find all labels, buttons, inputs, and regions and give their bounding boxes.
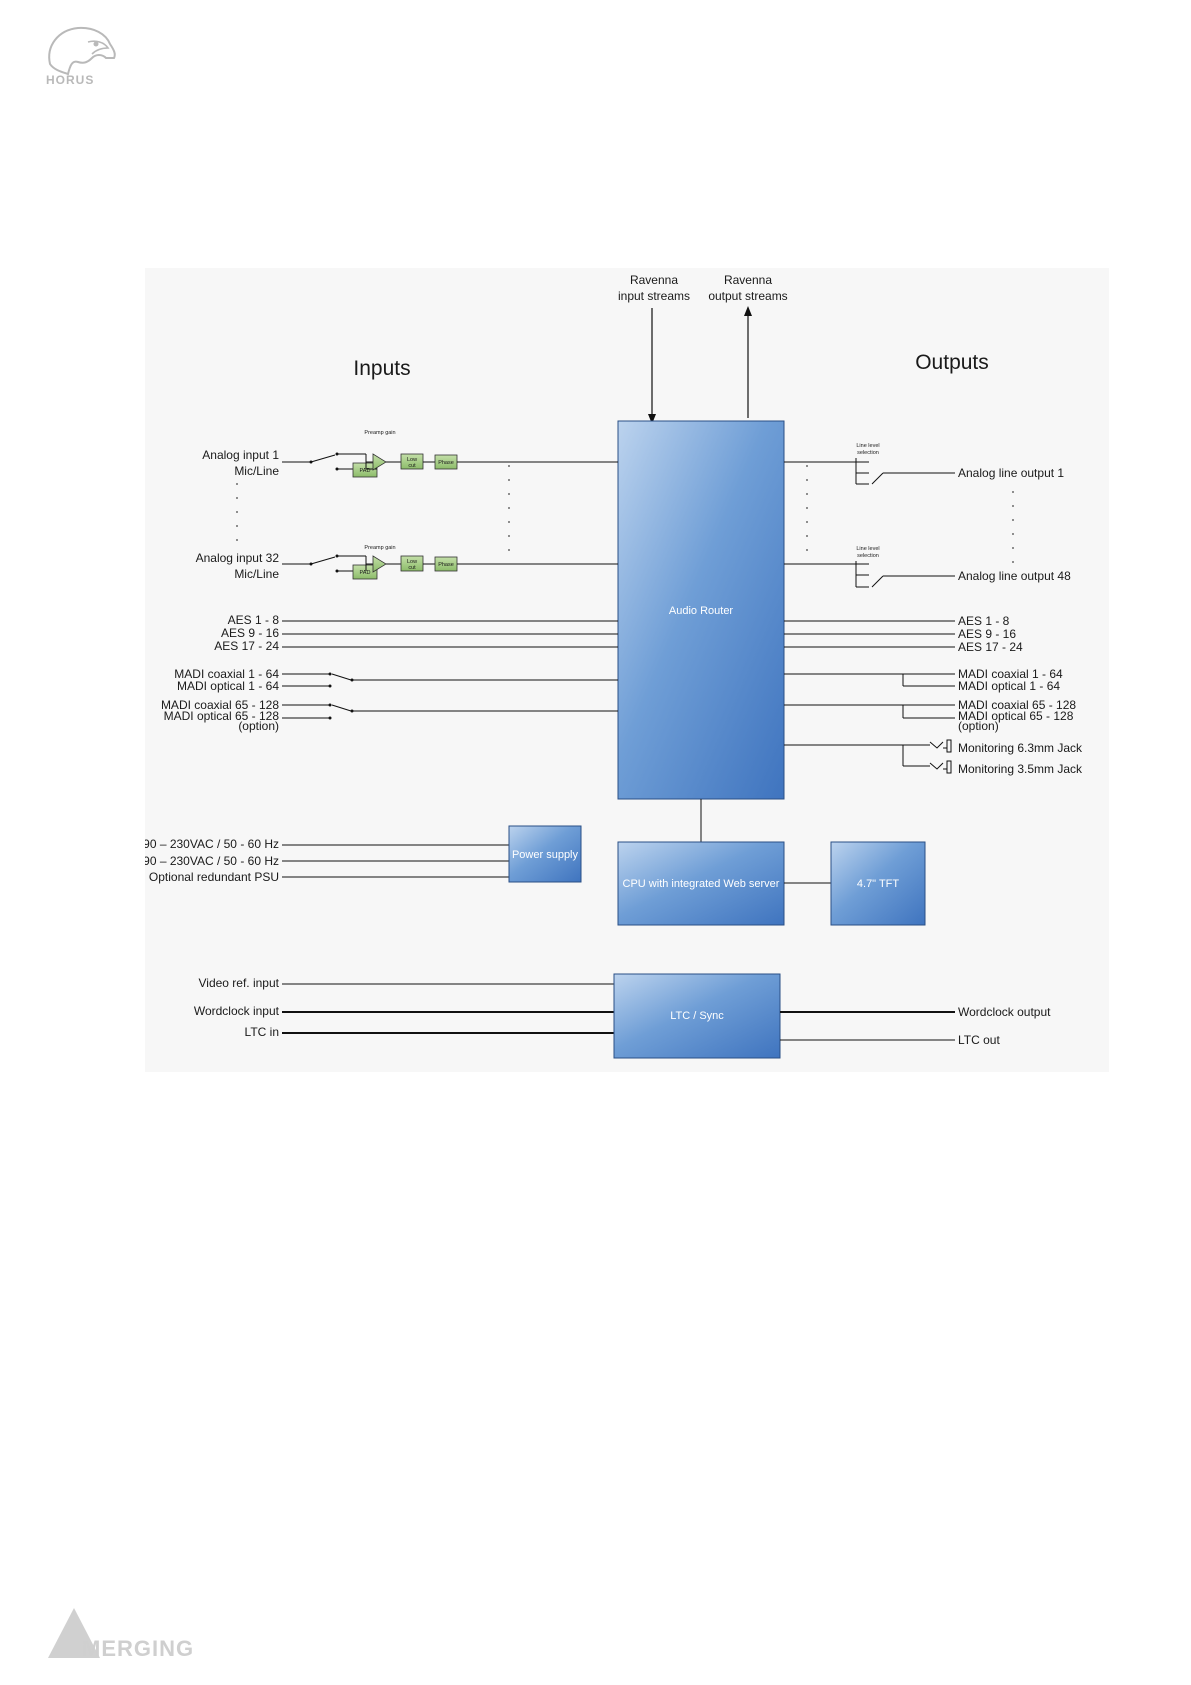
madi-input-switch-1 [331, 673, 352, 681]
monitoring-2-label: Monitoring 3.5mm Jack [958, 762, 1083, 776]
cpu-box [617, 841, 785, 926]
ravenna-out-label-1: Ravenna [724, 273, 772, 287]
ltc-sync-label: LTC / Sync [670, 1010, 724, 1022]
power-input-3-label: Optional redundant PSU [149, 870, 279, 884]
inputs-heading: Inputs [353, 357, 410, 380]
madi-input-switch-node-2 [328, 684, 332, 688]
analog-output-1-label: Analog line output 1 [958, 466, 1064, 480]
line-level-switch-1 [871, 472, 884, 485]
madi-output-3-label: MADI coaxial 65 - 128 [958, 698, 1076, 712]
madi-input-2-label: MADI optical 1 - 64 [177, 679, 279, 693]
falcon-head-shape [48, 26, 116, 76]
aes-input-2-label: AES 9 - 16 [221, 626, 279, 640]
merging-logo-text: MERGING [82, 1636, 194, 1660]
wordclock-input-label: Wordclock input [194, 1004, 280, 1018]
madi-output-2-label: MADI optical 1 - 64 [958, 679, 1060, 693]
outputs-heading: Outputs [915, 351, 989, 374]
aes-input-3-label: AES 17 - 24 [214, 639, 279, 653]
pad-box-1 [352, 462, 378, 478]
phase-label-32: Phase [438, 562, 454, 568]
madi-input-switch-2 [331, 704, 352, 712]
jack-35-icon [929, 760, 952, 774]
analog-input-1-label: Analog input 1 [202, 448, 279, 462]
madi-output-4-label: MADI optical 65 - 128 [958, 709, 1074, 723]
cpu-label: CPU with integrated Web server [623, 878, 780, 890]
madi-input-switch-node-4 [328, 703, 332, 707]
falcon-beak-shape [87, 40, 110, 55]
ravenna-in-label-2: input streams [618, 289, 690, 303]
horus-logo-text: HORUS [46, 73, 94, 87]
ravenna-in-arrowhead [648, 414, 656, 424]
line-level-label-48a: Line level [856, 546, 879, 552]
merging-logo: MERGING [48, 1608, 194, 1660]
jack-63-icon [929, 739, 952, 753]
madi-input-1-label: MADI coaxial 1 - 64 [174, 667, 279, 681]
pad-box-32 [352, 564, 378, 580]
analog-input-1-switch-node-1 [309, 460, 313, 464]
analog-input-1-sublabel: Mic/Line [234, 464, 279, 478]
analog-input-32-label: Analog input 32 [196, 551, 280, 565]
pad-label-1: PAD [360, 468, 371, 474]
preamp-gain-label-32: Preamp gain [364, 545, 395, 551]
ravenna-out-label-2: output streams [708, 289, 787, 303]
ravenna-out-arrowhead [744, 306, 752, 316]
falcon-eye-shape [93, 41, 99, 47]
madi-input-switch-node-5 [328, 716, 332, 720]
wordclock-output-label: Wordclock output [958, 1005, 1051, 1019]
merging-triangle-shape [48, 1608, 100, 1658]
madi-output-option-label: (option) [958, 719, 999, 733]
line-level-label-48b: selection [857, 553, 879, 559]
preamp-gain-label-1: Preamp gain [364, 430, 395, 436]
analog-input-dots [236, 465, 510, 551]
analog-input-32-switch [310, 556, 336, 565]
analog-input-32-switch-node-1 [309, 562, 313, 566]
analog-output-48-label: Analog line output 48 [958, 569, 1071, 583]
line-level-label-1a: Line level [856, 443, 879, 449]
power-supply-box [508, 825, 582, 883]
video-ref-input-label: Video ref. input [198, 976, 279, 990]
ltc-out-label: LTC out [958, 1033, 1000, 1047]
aes-output-2-label: AES 9 - 16 [958, 627, 1016, 641]
line-level-switch-48 [871, 575, 884, 588]
phase-label-1: Phase [438, 460, 454, 466]
aes-output-1-label: AES 1 - 8 [958, 614, 1010, 628]
preamp-triangle-32 [372, 555, 387, 573]
aes-output-3-label: AES 17 - 24 [958, 640, 1023, 654]
monitoring-1-label: Monitoring 6.3mm Jack [958, 741, 1083, 755]
analog-input-1-switch [310, 454, 336, 463]
power-supply-label: Power supply [512, 849, 579, 861]
madi-input-switch-node-1 [328, 672, 332, 676]
madi-input-option-label: (option) [238, 719, 279, 733]
low-cut-label-32a: Low [407, 559, 417, 565]
tft-box [830, 841, 926, 926]
block-diagram: Inputs Outputs Ravenna input streams Rav… [145, 268, 1109, 1072]
preamp-triangle-1 [372, 453, 387, 471]
power-input-1-label: 90 – 230VAC / 50 - 60 Hz [145, 837, 279, 851]
tft-label: 4.7" TFT [857, 878, 899, 890]
block-diagram-svg: Inputs Outputs Ravenna input streams Rav… [145, 273, 1083, 1059]
pad-label-32: PAD [360, 570, 371, 576]
ltc-in-label: LTC in [245, 1025, 279, 1039]
aes-input-1-label: AES 1 - 8 [228, 613, 280, 627]
ravenna-in-label-1: Ravenna [630, 273, 678, 287]
madi-input-4-label: MADI optical 65 - 128 [164, 709, 280, 723]
horus-logo: HORUS [46, 26, 116, 87]
analog-output-dots [806, 465, 1014, 563]
line-level-label-1b: selection [857, 450, 879, 456]
low-cut-label-32b: cut [408, 565, 416, 571]
madi-input-3-label: MADI coaxial 65 - 128 [161, 698, 279, 712]
power-input-2-label: 90 – 230VAC / 50 - 60 Hz [145, 854, 279, 868]
madi-output-1-label: MADI coaxial 1 - 64 [958, 667, 1063, 681]
low-cut-label-1b: cut [408, 463, 416, 469]
audio-router-box [617, 420, 785, 800]
low-cut-label-1a: Low [407, 457, 417, 463]
analog-input-32-sublabel: Mic/Line [234, 567, 279, 581]
ltc-sync-box [613, 973, 781, 1059]
audio-router-label: Audio Router [669, 605, 734, 617]
